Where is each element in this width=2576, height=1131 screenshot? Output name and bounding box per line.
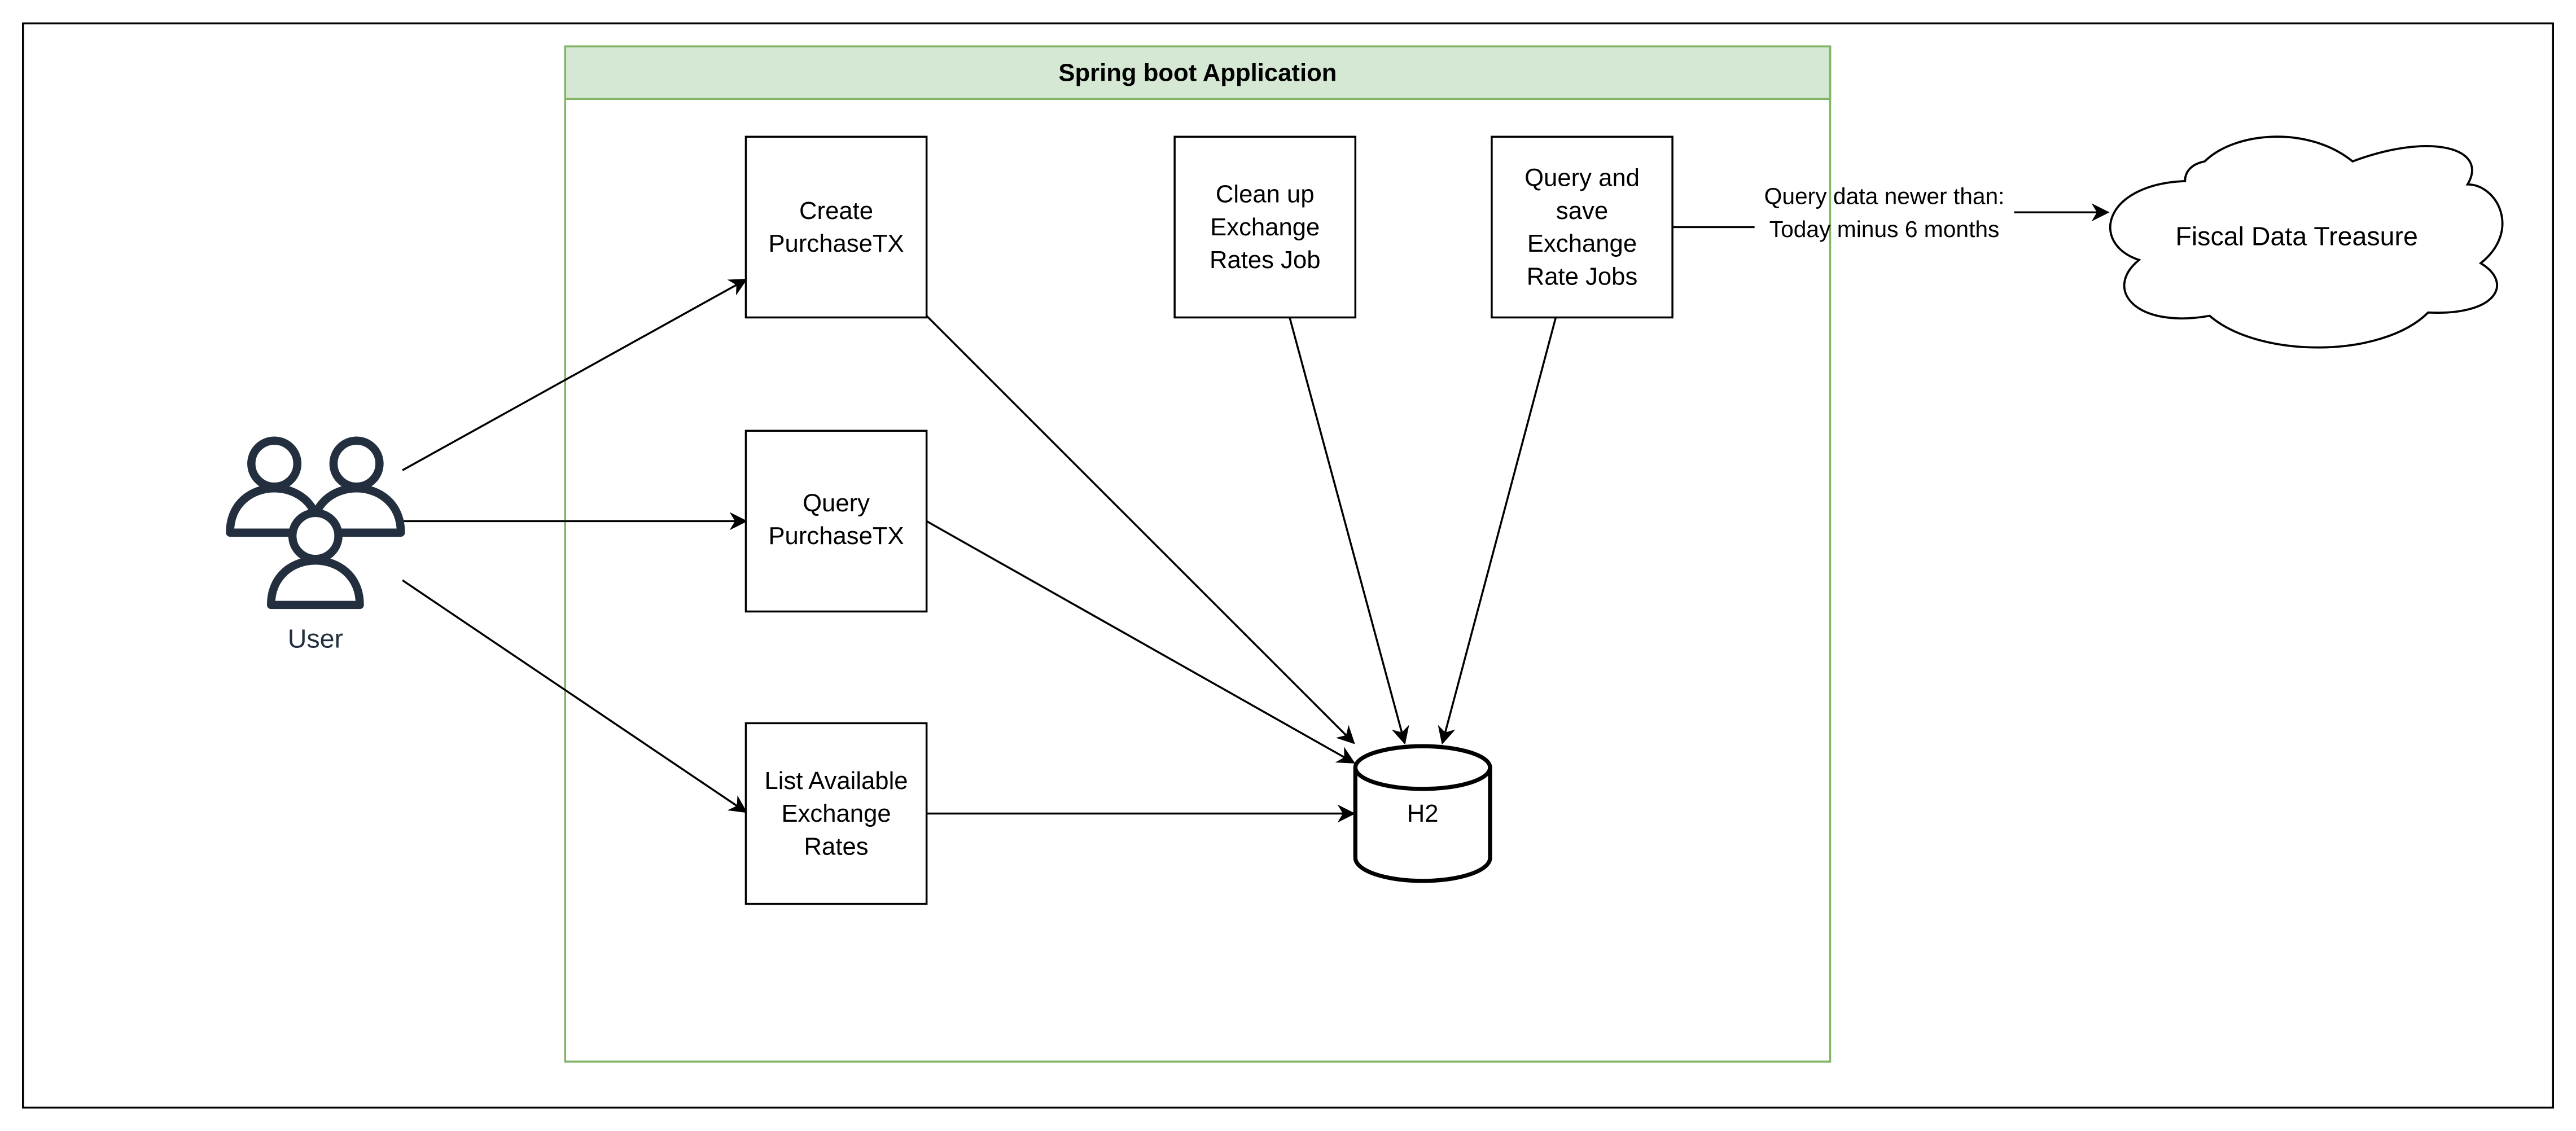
edge-label-line-1: Query data newer than: — [1764, 183, 2005, 209]
node-label: Query — [803, 489, 870, 517]
node-label: Query and — [1524, 164, 1640, 192]
node-label: Exchange — [1210, 213, 1320, 241]
edge-user-create — [402, 278, 748, 471]
node-label: Clean up — [1216, 181, 1315, 208]
node-label: Rates Job — [1210, 246, 1321, 274]
cloud-label: Fiscal Data Treasure — [2175, 221, 2418, 251]
edge-save-h2 — [1438, 317, 1557, 745]
edge-user-list — [402, 579, 748, 813]
actor-label: User — [288, 624, 343, 654]
edge-cleanup-h2 — [1289, 317, 1409, 745]
node-label: PurchaseTX — [768, 230, 904, 257]
node-label: Create — [799, 197, 873, 225]
node-label: List Available — [765, 767, 908, 795]
node-label: save — [1556, 197, 1608, 225]
node-label: Exchange — [781, 800, 891, 827]
container-header — [564, 45, 1832, 100]
edges — [402, 203, 2110, 823]
edge-label-line-2: Today minus 6 months — [1769, 216, 2000, 242]
container-title: Spring boot Application — [1058, 59, 1337, 86]
edge-label: Query data newer than: Today minus 6 mon… — [1764, 183, 2005, 242]
node-label: Rates — [804, 832, 869, 860]
users-icon — [226, 436, 405, 610]
node-create-purchasetx: Create PurchaseTX — [744, 135, 928, 319]
database-label: H2 — [1407, 800, 1439, 827]
node-label: Rate Jobs — [1527, 262, 1638, 290]
node-query-save-job: Query and save Exchange Rate Jobs — [1491, 135, 1673, 319]
edge-create-h2 — [926, 315, 1355, 744]
node-query-purchasetx: Query PurchaseTX — [744, 429, 928, 613]
database-cylinder-icon: H2 — [1353, 744, 1492, 883]
edge-query-h2 — [926, 520, 1356, 764]
cloud-icon: Fiscal Data Treasure — [2109, 135, 2504, 349]
node-label: Exchange — [1527, 230, 1637, 257]
node-label: PurchaseTX — [768, 522, 904, 550]
outer-frame — [22, 22, 2554, 1109]
node-cleanup-job: Clean up Exchange Rates Job — [1173, 135, 1357, 319]
node-list-exchange-rates: List Available Exchange Rates — [744, 722, 928, 905]
